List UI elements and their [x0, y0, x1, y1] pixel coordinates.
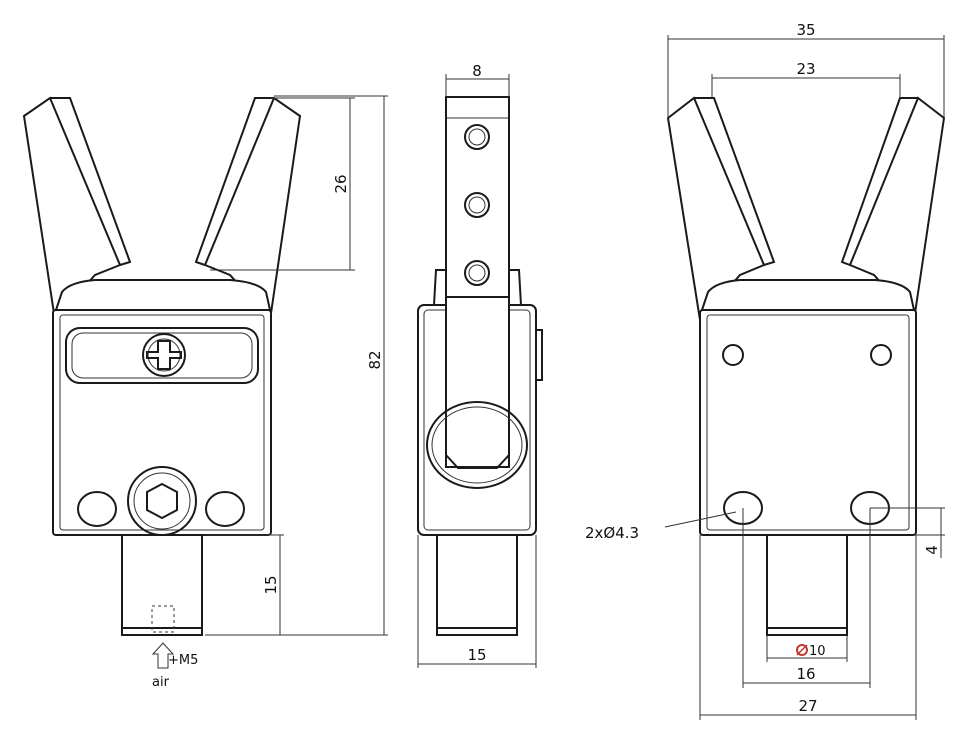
dim-front-total-height: 82 — [366, 350, 384, 369]
back-spigot — [766, 534, 848, 636]
side-hole-3 — [464, 260, 490, 286]
front-bolt-hex — [146, 482, 178, 520]
front-slot-inner — [71, 332, 253, 379]
front-hole-right — [205, 491, 245, 527]
front-bolt-inner — [133, 472, 191, 530]
dim-back-body-width: 27 — [798, 697, 817, 715]
front-body — [52, 309, 272, 536]
air-port-label: +M5 — [168, 653, 198, 668]
front-screw — [142, 333, 186, 377]
side-hole-1 — [464, 124, 490, 150]
back-view: 35 23 2xØ4.3 4 10 16 27 — [585, 21, 946, 720]
dim-back-spigot-dia: 10 — [809, 644, 826, 659]
dim-side-finger-width: 8 — [472, 62, 482, 80]
dia-symbol — [796, 644, 808, 656]
front-screw-cross — [146, 340, 182, 370]
dim-side-body-width: 15 — [467, 646, 486, 664]
side-hole-2 — [464, 192, 490, 218]
dim-back-open-width: 35 — [796, 21, 815, 39]
air-arrow — [151, 642, 175, 669]
front-left-finger — [22, 96, 122, 323]
back-top-hole-left — [722, 344, 744, 366]
front-slot — [65, 327, 259, 384]
dim-back-inner-width: 23 — [796, 60, 815, 78]
back-body — [699, 309, 917, 536]
dim-back-hole-spacing: 16 — [796, 665, 815, 683]
front-hole-left — [77, 491, 117, 527]
front-spigot — [121, 534, 203, 636]
back-top-hole-right — [870, 344, 892, 366]
air-label: air — [152, 675, 170, 690]
side-finger-lower — [445, 296, 510, 468]
front-view: +M5 air 26 82 15 — [22, 95, 388, 690]
side-oring — [426, 401, 528, 489]
back-left-finger — [666, 96, 766, 323]
dim-front-finger-length: 26 — [332, 174, 350, 193]
front-left-finger-face — [50, 97, 132, 266]
front-right-finger-face — [194, 97, 274, 266]
side-view: 8 15 — [417, 62, 543, 668]
side-spigot — [436, 534, 518, 636]
front-body-cap — [54, 279, 272, 311]
dim-back-hole-label: 2xØ4.3 — [585, 524, 639, 542]
dim-front-spigot-height: 15 — [262, 575, 280, 594]
dim-back-hole-offset: 4 — [923, 545, 941, 555]
back-body-cap — [700, 279, 916, 311]
back-right-finger — [848, 96, 946, 323]
front-body-inner — [59, 314, 265, 531]
